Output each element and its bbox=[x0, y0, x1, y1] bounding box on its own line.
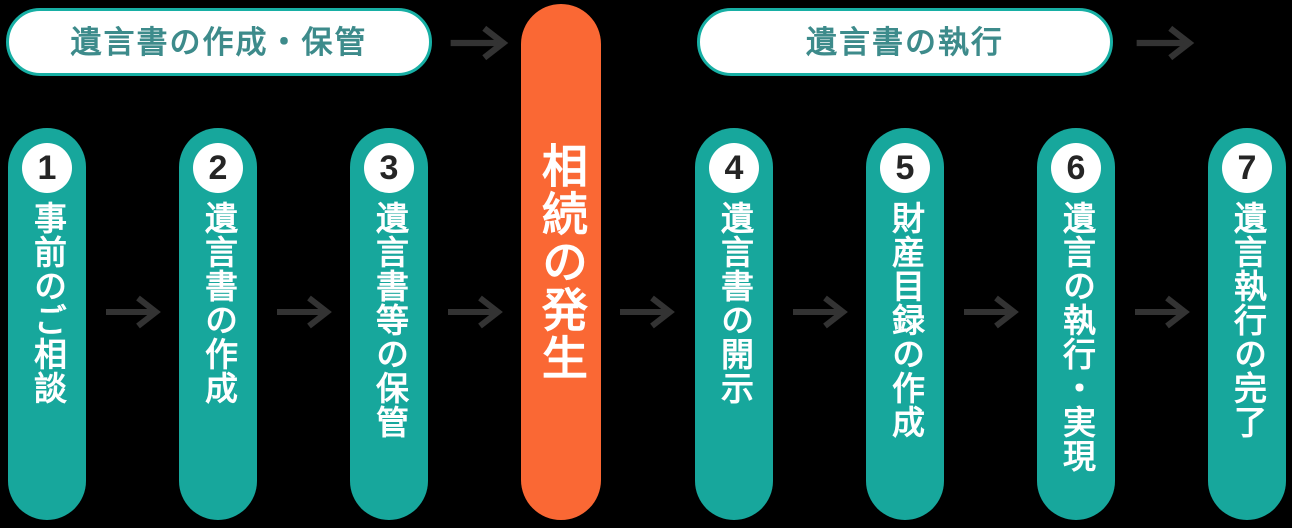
step-number-badge: 1 bbox=[22, 143, 72, 193]
step-number-badge: 5 bbox=[880, 143, 930, 193]
step-number-badge: 7 bbox=[1222, 143, 1272, 193]
step-number-badge: 4 bbox=[709, 143, 759, 193]
step-label: 遺言書の開示 bbox=[716, 201, 754, 405]
step-label: 遺言の執行・実現 bbox=[1058, 201, 1096, 473]
phase-pill-1[interactable]: 遺言書の作成・保管 bbox=[6, 8, 432, 76]
step-label: 遺言執行の完了 bbox=[1229, 201, 1267, 439]
phase-pill-2[interactable]: 遺言書の執行 bbox=[697, 8, 1113, 76]
step-bar-6[interactable]: 6 遺言の執行・実現 bbox=[1037, 128, 1115, 520]
step-arrow-6-to-7-icon bbox=[1131, 292, 1193, 332]
step-number-badge: 6 bbox=[1051, 143, 1101, 193]
step-label: 遺言書等の保管 bbox=[371, 201, 409, 439]
step-number-badge: 2 bbox=[193, 143, 243, 193]
phase-pill-label: 遺言書の執行 bbox=[806, 24, 1004, 60]
step-arrow-5-to-6-icon bbox=[960, 292, 1022, 332]
step-bar-4[interactable]: 4 遺言書の開示 bbox=[695, 128, 773, 520]
phase-arrow-1-icon bbox=[446, 22, 512, 64]
step-arrow-inherit-to-4-icon bbox=[616, 292, 678, 332]
step-bar-7[interactable]: 7 遺言執行の完了 bbox=[1208, 128, 1286, 520]
step-bar-2[interactable]: 2 遺言書の作成 bbox=[179, 128, 257, 520]
step-arrow-4-to-5-icon bbox=[789, 292, 851, 332]
step-label: 財産目録の作成 bbox=[887, 201, 925, 439]
step-bar-3[interactable]: 3 遺言書等の保管 bbox=[350, 128, 428, 520]
step-arrow-2-to-3-icon bbox=[273, 292, 335, 332]
step-label: 遺言書の作成 bbox=[200, 201, 238, 405]
phase-pill-label: 遺言書の作成・保管 bbox=[70, 24, 368, 60]
step-number-badge: 3 bbox=[364, 143, 414, 193]
step-bar-5[interactable]: 5 財産目録の作成 bbox=[866, 128, 944, 520]
phase-arrow-2-icon bbox=[1132, 22, 1198, 64]
step-bar-1[interactable]: 1 事前のご相談 bbox=[8, 128, 86, 520]
step-bar-inheritance-event[interactable]: 相続の発生 bbox=[521, 4, 601, 520]
step-label: 事前のご相談 bbox=[29, 201, 67, 405]
step-label: 相続の発生 bbox=[535, 142, 588, 382]
step-arrow-3-to-inherit-icon bbox=[444, 292, 506, 332]
step-arrow-1-to-2-icon bbox=[102, 292, 164, 332]
